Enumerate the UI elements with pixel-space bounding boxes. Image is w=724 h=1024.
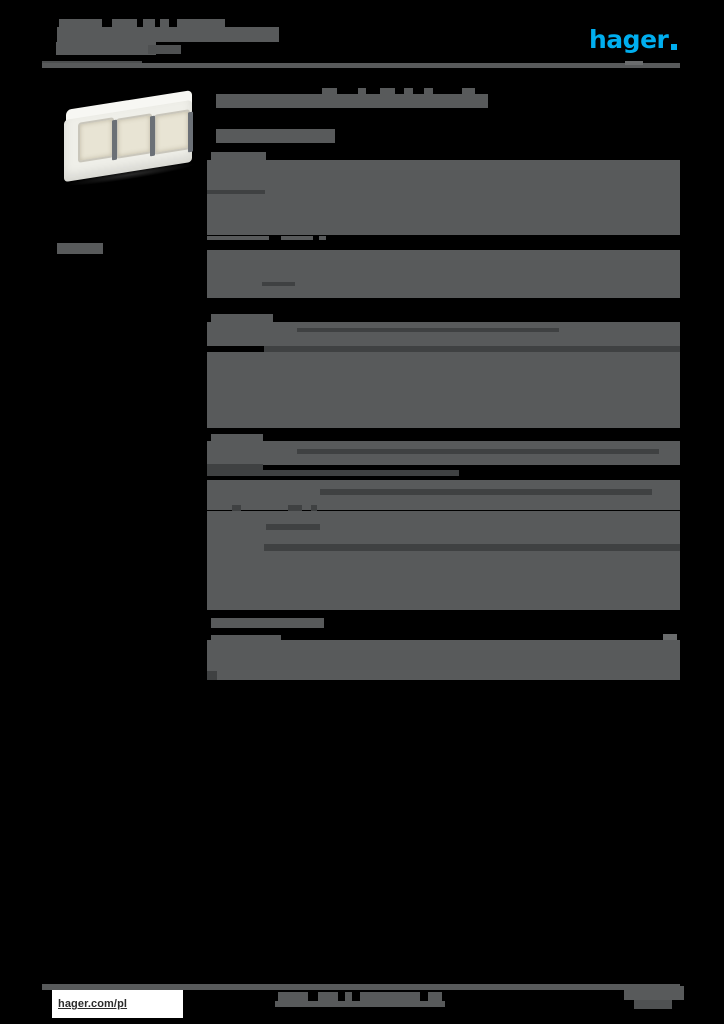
section-5-leader-3	[264, 544, 680, 551]
section-1-row-gap-1	[207, 190, 265, 194]
product-image	[58, 90, 200, 190]
section-4-row-gap-2	[207, 470, 459, 476]
header-subtitle-redacted-extra	[148, 45, 181, 54]
section-1-table	[207, 160, 680, 194]
section-6-subheading-redacted	[211, 635, 281, 640]
product-hinge-1	[112, 119, 117, 161]
page-subtitle-redacted	[216, 129, 335, 143]
footer-center-redacted-e	[428, 992, 442, 1001]
section-1-row-2	[207, 194, 680, 202]
section-6-corner-mark	[663, 634, 677, 640]
page-header: hager	[0, 0, 724, 80]
footer-url-link[interactable]: hager.com/pl	[52, 990, 183, 1018]
page-title-redacted-d	[404, 88, 413, 94]
header-title-redacted-line-4	[160, 19, 169, 27]
section-3-row-3	[207, 352, 680, 428]
footer-page-number-redacted-2	[634, 1000, 672, 1009]
product-module-3	[154, 109, 190, 155]
footer-center-redacted-a	[278, 992, 308, 1001]
product-hinge-3	[188, 111, 193, 153]
section-3-row-2	[207, 334, 680, 346]
header-title-redacted-line-2	[112, 19, 137, 27]
section-5-table-2	[207, 511, 680, 530]
section-1-row-3	[207, 202, 680, 235]
product-reference-redacted	[57, 243, 103, 254]
section-5-cut-3	[311, 505, 317, 511]
footer-center-redacted-d	[360, 992, 420, 1001]
footer-page-number-redacted	[624, 986, 684, 1000]
header-title-redacted-band	[57, 27, 279, 42]
footer-center-redacted-band	[275, 1001, 445, 1007]
section-1-row-4-mid	[281, 236, 313, 240]
page-title-redacted-c	[380, 88, 395, 94]
section-3-leader-1	[297, 328, 559, 332]
product-module-2	[116, 113, 152, 159]
section-5-cut-2	[288, 505, 302, 511]
section-2-table	[207, 250, 680, 267]
section-3-heading-redacted	[211, 314, 273, 322]
section-1-heading-redacted	[211, 152, 266, 160]
section-1-row-4-label	[207, 236, 269, 240]
section-5-leader-1	[320, 489, 652, 495]
page-title-redacted-b	[358, 88, 366, 94]
header-title-redacted-line-1	[59, 19, 102, 27]
product-module-1	[78, 117, 114, 163]
section-4-leader-1	[297, 449, 659, 454]
page-title-redacted-f	[462, 88, 475, 94]
header-rule-highlight	[625, 61, 643, 65]
section-5-table-1	[207, 480, 680, 510]
footer-center-redacted-c	[345, 992, 352, 1001]
header-title-redacted-line-5	[177, 19, 225, 27]
section-4-heading-redacted	[211, 434, 263, 441]
section-2-row-3	[207, 280, 680, 298]
section-6-row-gap	[207, 671, 217, 680]
section-5-cut-1	[232, 505, 241, 511]
section-3-leader-2	[264, 346, 680, 352]
page-title-redacted-e	[424, 88, 433, 94]
header-title-redacted-line-3	[143, 19, 155, 27]
section-2-row-2	[207, 267, 680, 280]
section-6-table	[207, 640, 680, 680]
header-subtitle-redacted-band	[56, 42, 156, 55]
hager-logo: hager	[589, 27, 677, 52]
footer-rule	[42, 984, 680, 990]
section-6-heading-redacted	[211, 618, 324, 628]
section-5-table-3	[207, 530, 680, 610]
product-hinge-2	[150, 115, 155, 157]
page-title-redacted-band	[216, 94, 488, 108]
header-rule	[42, 63, 680, 68]
section-5-leader-2	[266, 524, 320, 530]
section-2-row-3-cut	[262, 282, 295, 286]
footer-center-redacted-b	[318, 992, 338, 1001]
page-title-redacted-a	[322, 88, 337, 94]
section-1-row-4-end	[319, 236, 326, 240]
section-4-row-gap	[207, 464, 263, 470]
